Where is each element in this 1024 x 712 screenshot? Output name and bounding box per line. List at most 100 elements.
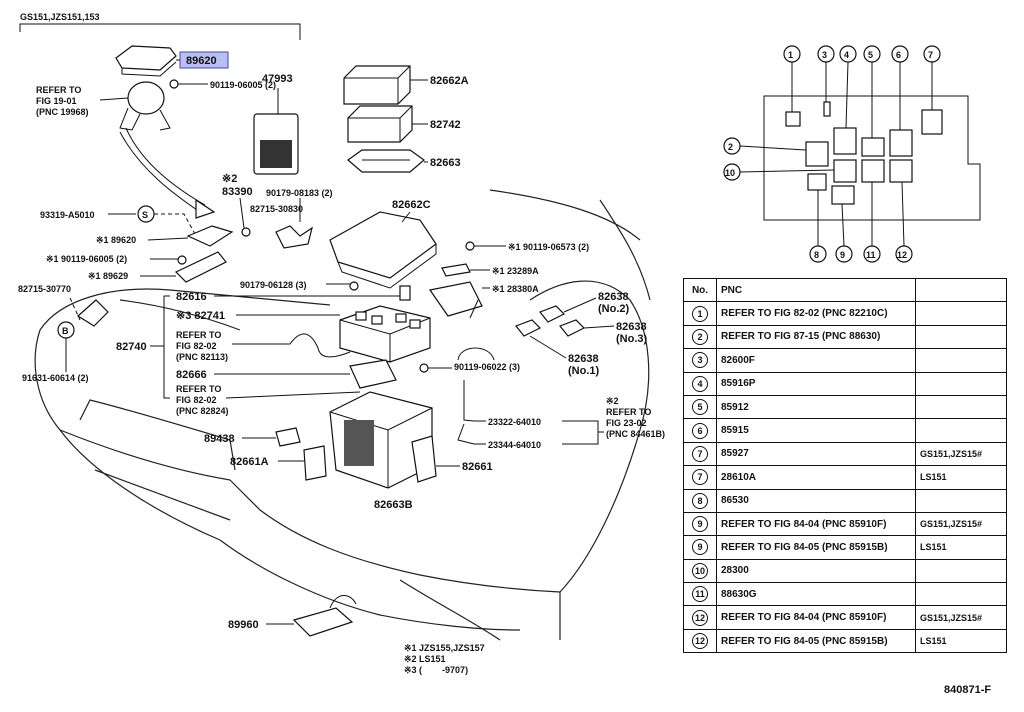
pnc-table: No. PNC 1 REFER TO FIG 82-02 (PNC 82210C)… [683,277,1007,654]
cover-82662C [329,211,437,289]
row-number: 4 [692,375,708,392]
label-82661[interactable]: 82661 [462,461,493,473]
svg-text:2: 2 [728,142,733,152]
airbag-sensor-lower [186,225,234,247]
relay-82638-no1 [515,319,542,337]
label-90119-06005-n1: ※1 90119-06005 (2) [46,254,127,264]
label-82663[interactable]: 82663 [430,157,461,169]
label-91631-60614: 91631-60614 (2) [22,373,89,383]
label-89960[interactable]: 89960 [228,619,259,631]
row-number: 9 [692,539,708,556]
label-83390[interactable]: 83390 [222,186,253,198]
row-number: 7 [692,445,708,462]
table-header-row: No. PNC [683,277,1007,303]
row-pnc: REFER TO FIG 84-04 (PNC 85910F) [716,605,916,630]
label-90179-06128: 90179-06128 (3) [240,280,307,290]
row-pnc: 82600F [716,348,916,373]
label-82715-30770: 82715-30770 [18,284,71,294]
row-number: 9 [692,516,708,533]
row-pnc: REFER TO FIG 84-05 (PNC 85915B) [716,628,916,654]
row-variant [915,371,1007,396]
row-variant [915,488,1007,513]
sensor-bracket [119,79,179,131]
label-82666[interactable]: 82666 [176,369,207,381]
footnote-3: ※3 ( -9707) [404,665,469,675]
refer-fig-23-02: ※2 REFER TO FIG 23-02 (PNC 84461B) [606,396,665,439]
row-pnc: REFER TO FIG 84-04 (PNC 85910F) [716,511,916,537]
bracket-82661 [411,435,437,483]
row-number: 1 [692,305,708,322]
row-pnc: 28610A [716,465,916,490]
row-variant: LS151 [915,628,1007,654]
svg-text:3: 3 [822,50,827,60]
row-pnc: REFER TO FIG 82-02 (PNC 82210C) [716,301,916,326]
label-89438[interactable]: 89438 [204,433,235,445]
table-row[interactable]: 9 REFER TO FIG 84-04 (PNC 85910F)GS151,JZ… [683,511,1007,537]
relay-28380A [428,281,483,317]
vehicle-body-outline [34,189,651,641]
symbol-s: S [142,210,148,220]
col-variant [915,277,1007,303]
label-82638-no1[interactable]: 82638 (No.1) [568,353,602,377]
row-variant [915,582,1007,607]
table-row[interactable]: 12 REFER TO FIG 84-05 (PNC 85915B)LS151 [683,628,1007,654]
label-82742[interactable]: 82742 [430,119,461,131]
refer-fig-82-02-82824: REFER TO FIG 82-02 (PNC 82824) [176,384,229,416]
svg-text:10: 10 [725,168,735,178]
bracket-82715-30770 [77,299,109,327]
row-variant [915,418,1007,443]
row-variant: GS151,JZS15# [915,511,1007,537]
row-pnc: REFER TO FIG 84-05 (PNC 85915B) [716,535,916,560]
label-82662A[interactable]: 82662A [430,75,469,87]
label-82638-no2[interactable]: 82638 (No.2) [598,291,632,315]
label-82663B[interactable]: 82663B [374,499,413,511]
label-82662C[interactable]: 82662C [392,199,431,211]
row-number: 12 [692,633,708,650]
part-89620-highlighted[interactable]: 89620 [186,55,217,67]
label-82740[interactable]: 82740 [116,341,147,353]
bulb-83390 [241,227,251,237]
row-number: 7 [692,469,708,486]
bracket-89629 [174,251,227,283]
holder-82663 [347,149,425,173]
label-23289A: ※1 23289A [492,266,539,276]
label-82661A[interactable]: 82661A [230,456,269,468]
header-bracket [19,23,301,40]
label-28380A: ※1 28380A [492,284,539,294]
label-82616[interactable]: 82616 [176,291,207,303]
row-pnc: 28300 [716,558,916,584]
col-no: No. [683,277,717,303]
table-row[interactable]: 1 REFER TO FIG 82-02 (PNC 82210C) [683,301,1007,326]
row-number: 2 [692,328,708,345]
locator-number-circles: 1 3 4 5 6 7 2 10 8 9 11 12 [723,45,941,263]
svg-text:1: 1 [788,50,793,60]
relay-block-82742 [347,105,413,143]
airbag-sensor-top [115,45,177,77]
row-number: 12 [692,609,708,626]
fuse-location-diagram [739,61,981,247]
svg-text:5: 5 [868,50,873,60]
label-82715-30830: 82715-30830 [250,204,303,214]
label-82638-no3[interactable]: 82638 (No.3) [616,321,650,345]
fuse-box-cover-82662A [343,65,411,105]
row-pnc: 86530 [716,488,916,513]
label-47993[interactable]: 47993 [262,73,293,85]
svg-text:9: 9 [840,250,845,260]
row-variant: LS151 [915,465,1007,490]
label-93319-A5010: 93319-A5010 [40,210,95,220]
label-82741[interactable]: ※3 82741 [176,310,225,322]
